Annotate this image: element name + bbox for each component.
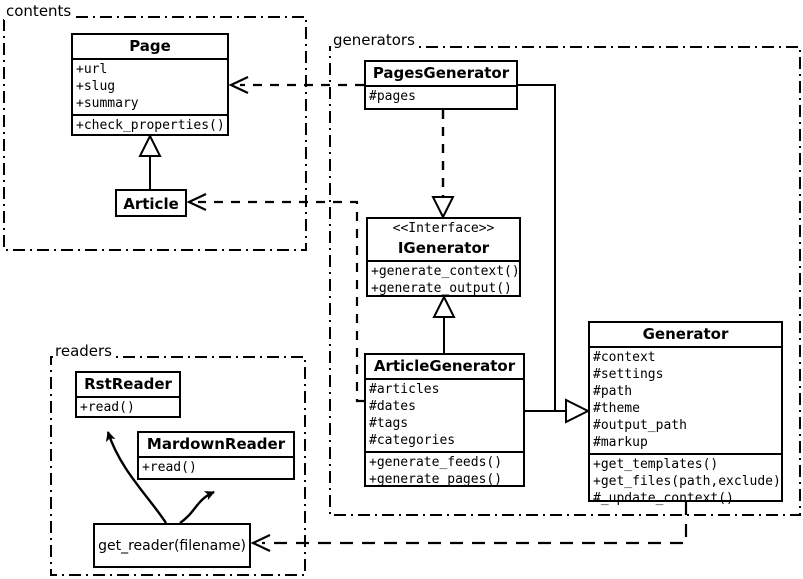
method: +generate_context() (371, 264, 520, 279)
class-name-section: ArticleGenerator (366, 355, 523, 378)
relation-get_reader-creates-mardownreader (179, 490, 215, 524)
relation-pagesgenerator-realizes-igenerator (431, 110, 455, 220)
class-name-section: Page (73, 35, 227, 58)
attribute: #articles (369, 382, 440, 397)
class-methods-section: +read() (139, 456, 293, 478)
class-name-section: PagesGenerator (366, 62, 516, 85)
method: +generate_pages() (369, 472, 503, 487)
class-name-section: MardownReader (139, 433, 293, 456)
method: #_update_context() (593, 491, 734, 506)
class-methods-section: +generate_feeds() +generate_pages() (366, 451, 523, 490)
class-attributes-section: #articles #dates #tags #categories (366, 378, 523, 451)
class-stereotype-igenerator: <<Interface>> (392, 221, 495, 236)
method: +generate_feeds() (369, 455, 503, 470)
package-label-contents: contents (4, 2, 74, 20)
class-title-article: Article (123, 195, 179, 213)
class-title-pagesgenerator: PagesGenerator (372, 64, 510, 82)
attribute: #output_path (593, 418, 687, 433)
relation-articlegenerator-uses-article (186, 193, 364, 403)
class-box-generator[interactable]: Generator #context #settings #path #them… (588, 321, 783, 506)
attribute: #path (593, 384, 633, 399)
relation-articlegenerator-inherits-generator (525, 398, 591, 424)
relation-article-inherits-page (138, 133, 162, 189)
method: +read() (80, 400, 135, 415)
attribute: #pages (369, 89, 416, 104)
class-name-section: Article (117, 191, 185, 218)
class-box-mardownreader[interactable]: MardownReader +read() (137, 431, 295, 480)
class-box-rstreader[interactable]: RstReader +read() (75, 371, 181, 418)
class-title-igenerator: IGenerator (397, 239, 490, 257)
method: +read() (142, 460, 197, 475)
attribute: #theme (593, 401, 640, 416)
attribute: #tags (369, 416, 409, 431)
class-title-generator: Generator (642, 325, 729, 343)
method: +get_files(path,exclude) (593, 474, 781, 489)
package-label-generators: generators (331, 31, 417, 49)
method: +check_properties() (76, 118, 225, 133)
class-methods-section: +check_properties() (73, 114, 227, 136)
class-title-page: Page (129, 37, 171, 55)
class-attributes-section: #pages (366, 85, 516, 107)
function-box-get-reader[interactable]: get_reader(filename) (93, 523, 251, 568)
attribute: +slug (76, 79, 116, 94)
class-methods-section: +read() (77, 396, 179, 418)
class-attributes-section: #context #settings #path #theme #output_… (590, 346, 781, 453)
attribute: #settings (593, 367, 664, 382)
attribute: +summary (76, 96, 139, 111)
class-box-page[interactable]: Page +url +slug +summary +check_properti… (71, 33, 229, 136)
class-name-section: Generator (590, 323, 781, 346)
class-methods-section: +get_templates() +get_files(path,exclude… (590, 453, 781, 509)
relation-pagesgenerator-uses-page (228, 76, 364, 94)
attribute: #markup (593, 435, 648, 450)
class-box-articlegenerator[interactable]: ArticleGenerator #articles #dates #tags … (364, 353, 525, 487)
class-name-section: <<Interface>> IGenerator (368, 219, 519, 260)
attribute: +url (76, 62, 108, 77)
package-label-readers: readers (53, 342, 114, 360)
class-box-article[interactable]: Article (115, 189, 187, 217)
attribute: #context (593, 350, 656, 365)
attribute: #dates (369, 399, 416, 414)
method: +get_templates() (593, 457, 719, 472)
class-attributes-section: +url +slug +summary (73, 58, 227, 114)
class-title-articlegenerator: ArticleGenerator (373, 357, 516, 375)
class-title-mardownreader: MardownReader (146, 435, 286, 453)
method: +generate_output() (371, 281, 512, 296)
function-label-get-reader: get_reader(filename) (98, 537, 246, 554)
class-methods-section: +generate_context() +generate_output() (368, 260, 520, 299)
relation-generator-uses-get_reader (250, 502, 688, 552)
class-title-rstreader: RstReader (84, 375, 172, 393)
class-box-igenerator[interactable]: <<Interface>> IGenerator +generate_conte… (366, 217, 521, 297)
relation-articlegenerator-realizes-igenerator (432, 294, 456, 353)
class-box-pagesgenerator[interactable]: PagesGenerator #pages (364, 60, 518, 110)
attribute: #categories (369, 433, 456, 448)
class-name-section: RstReader (77, 373, 179, 396)
